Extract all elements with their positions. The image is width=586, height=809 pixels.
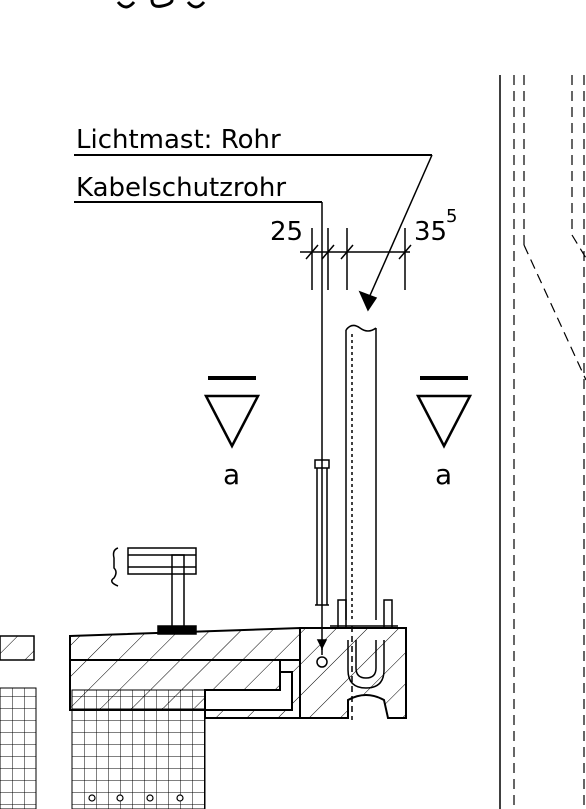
cable-conduit [314, 459, 330, 606]
dimension-chain [300, 228, 412, 290]
foundation-block [299, 627, 407, 719]
dimension-left: 25 [270, 217, 303, 247]
mast-label: Lichtmast: Rohr [76, 125, 281, 155]
conduit-label-group: Kabelschutzrohr [74, 173, 322, 203]
section-marker-right: a [415, 376, 473, 491]
section-letter-right: a [435, 458, 452, 491]
section-letter-left: a [223, 458, 240, 491]
section-marker-left: a [203, 376, 261, 491]
mast-label-group: Lichtmast: Rohr [74, 125, 432, 156]
cut-off-title-remnant [116, 0, 206, 9]
light-mast-pipe [345, 324, 377, 620]
guardrail [111, 547, 197, 635]
adjacent-structure-dashed [499, 75, 586, 809]
conduit-label: Kabelschutzrohr [76, 173, 286, 203]
leader-lines [321, 154, 433, 650]
dimension-right-superscript: 5 [446, 206, 457, 227]
dimension-right: 35 [414, 217, 447, 247]
reinforcement-grid [0, 687, 206, 809]
